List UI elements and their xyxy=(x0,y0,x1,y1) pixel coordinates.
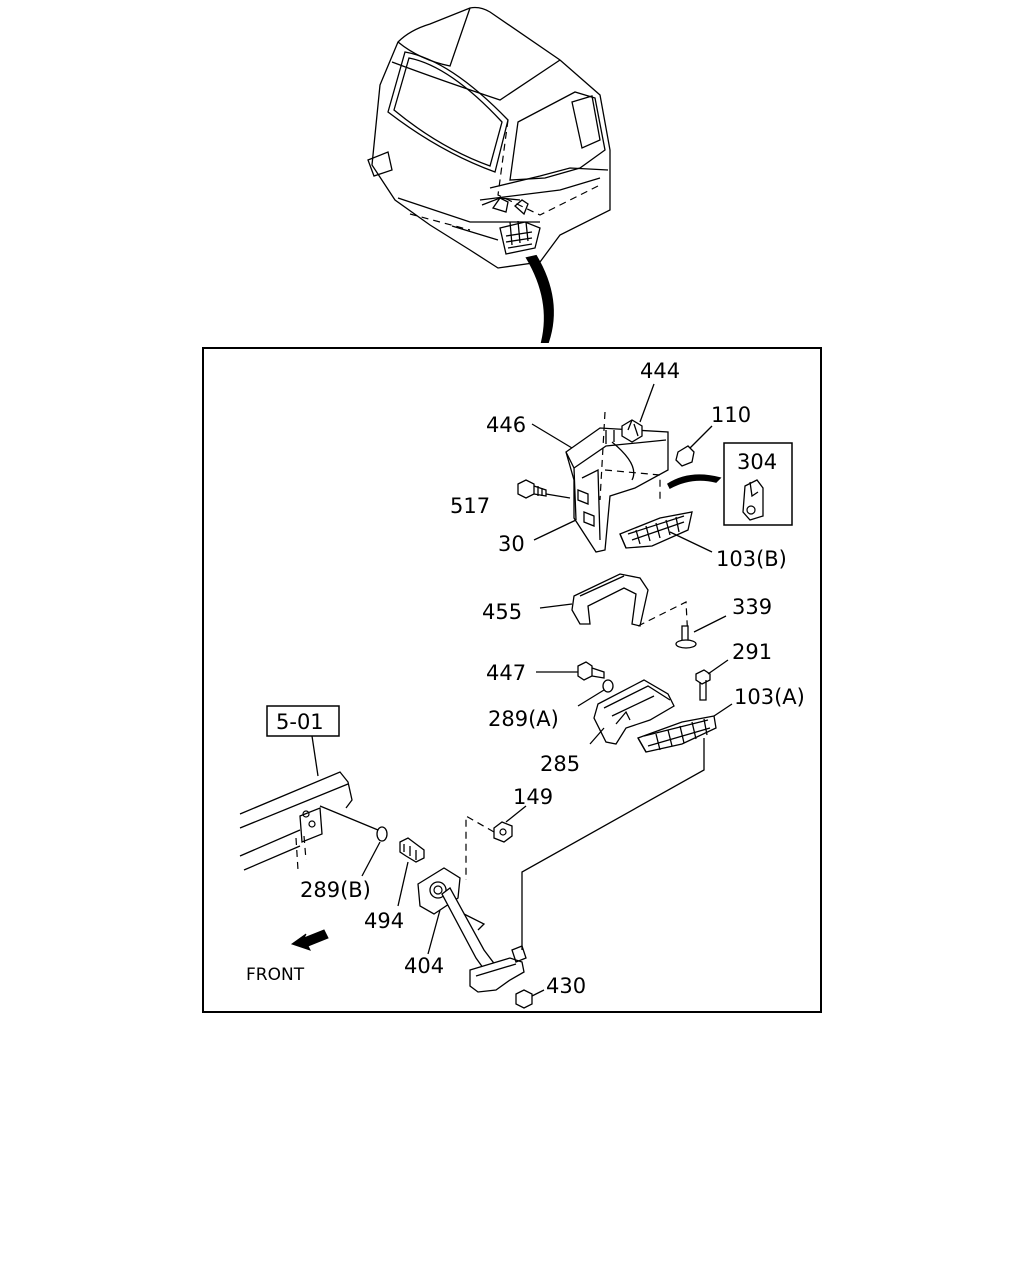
assembly-line-103a xyxy=(521,738,705,950)
assembly-line-455 xyxy=(637,601,689,641)
label-110: 110 xyxy=(711,403,751,427)
leader-30 xyxy=(533,519,577,541)
label-455: 455 xyxy=(482,600,522,624)
nut-430 xyxy=(515,989,545,1009)
label-289a: 289(A) xyxy=(488,707,559,731)
label-291: 291 xyxy=(732,640,772,664)
clip-110 xyxy=(675,425,713,467)
step-tread-103a xyxy=(637,703,733,753)
truck-cab-illustration xyxy=(367,6,611,269)
washer-289b xyxy=(361,826,388,877)
inset-box-304 xyxy=(723,442,793,526)
pin-339 xyxy=(675,615,727,649)
label-103b: 103(B) xyxy=(716,547,787,571)
label-149: 149 xyxy=(513,785,553,809)
detail-callout-arrow xyxy=(525,254,554,343)
label-30: 30 xyxy=(498,532,525,556)
washer-289a xyxy=(577,679,614,707)
bolt-517 xyxy=(517,479,571,499)
label-517: 517 xyxy=(450,494,490,518)
inset-arrow xyxy=(667,474,722,490)
label-285: 285 xyxy=(540,752,580,776)
nut-149 xyxy=(493,805,527,843)
step-arm-404 xyxy=(417,867,527,993)
label-103a: 103(A) xyxy=(734,685,805,709)
upper-step-bracket xyxy=(565,411,669,553)
label-446: 446 xyxy=(486,413,526,437)
label-447: 447 xyxy=(486,661,526,685)
label-339: 339 xyxy=(732,595,772,619)
assembly-line-149 xyxy=(465,814,495,880)
detail-frame xyxy=(202,347,822,1013)
label-494: 494 xyxy=(364,909,404,933)
stud-bolt-494 xyxy=(397,837,425,907)
label-444: 444 xyxy=(640,359,680,383)
label-404: 404 xyxy=(404,954,444,978)
bolt-447 xyxy=(536,661,605,681)
label-ref-5-01: 5-01 xyxy=(276,710,324,734)
label-front: FRONT xyxy=(246,965,305,985)
leader-446 xyxy=(531,423,573,449)
frame-rail xyxy=(239,771,379,871)
label-304: 304 xyxy=(737,450,777,474)
bracket-455 xyxy=(539,573,649,627)
reference-5-01 xyxy=(266,705,340,777)
step-bracket-285 xyxy=(589,679,675,745)
label-430: 430 xyxy=(546,974,586,998)
step-tread-103b xyxy=(619,511,713,553)
label-289b: 289(B) xyxy=(300,878,371,902)
front-direction-arrow xyxy=(290,929,329,951)
bolt-444 xyxy=(621,383,655,443)
bolt-291 xyxy=(695,659,729,701)
clip-nut-304 xyxy=(742,479,764,521)
